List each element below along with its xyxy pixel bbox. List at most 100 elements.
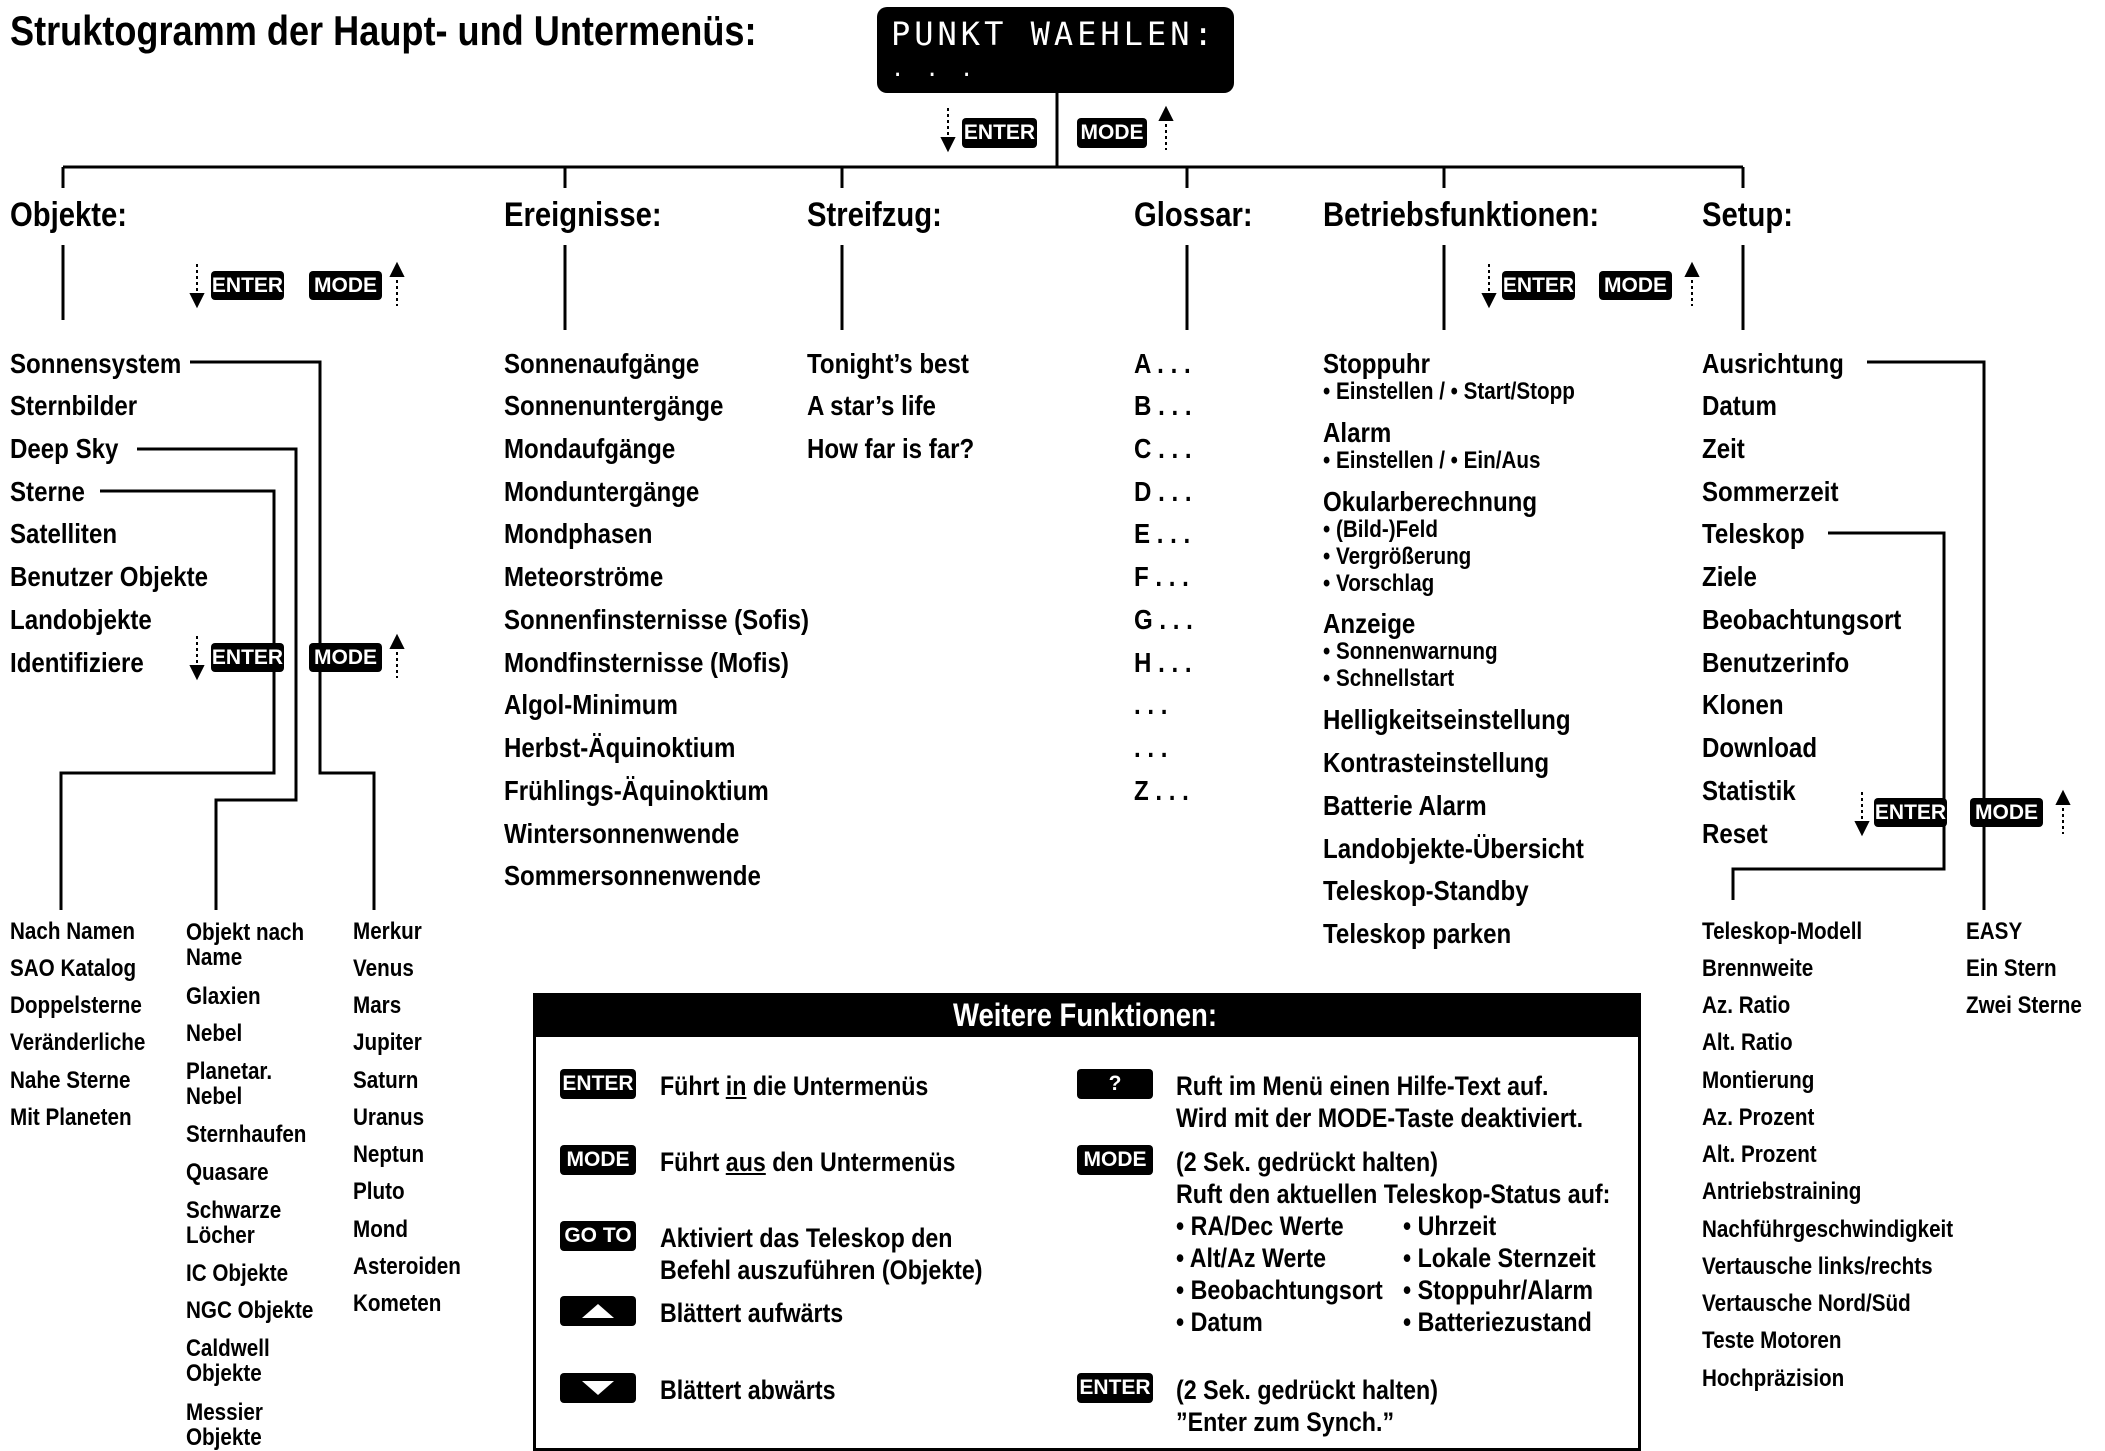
menu-item: Z . . . bbox=[1134, 775, 1189, 806]
enter-key: ENTER bbox=[211, 271, 284, 300]
down-key bbox=[560, 1373, 636, 1403]
status-item: • Beobachtungsort bbox=[1176, 1275, 1383, 1305]
list-item: Kometen bbox=[353, 1290, 442, 1317]
status-item: • Alt/Az Werte bbox=[1176, 1243, 1327, 1273]
status-item: • Stoppuhr/Alarm bbox=[1403, 1275, 1594, 1305]
list-item: Zwei Sterne bbox=[1966, 992, 2082, 1019]
up-key bbox=[560, 1296, 636, 1326]
list-item: Vertausche Nord/Süd bbox=[1702, 1290, 1911, 1317]
list-item: Alt. Prozent bbox=[1702, 1141, 1817, 1168]
list-item: EASY bbox=[1966, 918, 2023, 945]
menu-item: Ziele bbox=[1702, 561, 1757, 592]
list-item: Nahe Sterne bbox=[10, 1067, 131, 1094]
status-item: • Datum bbox=[1176, 1307, 1263, 1337]
list-item: Mit Planeten bbox=[10, 1104, 132, 1131]
menu-item: A . . . bbox=[1134, 348, 1191, 379]
menu-item: Tonight’s best bbox=[807, 348, 969, 379]
list-item: Caldwell Objekte bbox=[186, 1335, 270, 1388]
list-item: Nebel bbox=[186, 1020, 243, 1047]
menu-item: H . . . bbox=[1134, 647, 1192, 678]
up-description: Blättert aufwärts bbox=[660, 1298, 844, 1328]
menu-item: Kontrasteinstellung bbox=[1323, 747, 1550, 778]
list-item: Jupiter bbox=[353, 1029, 422, 1056]
menu-item: Sonnenuntergänge bbox=[504, 390, 724, 421]
menu-item: Mondaufgänge bbox=[504, 433, 676, 464]
list-item: IC Objekte bbox=[186, 1260, 289, 1287]
mode-key: MODE bbox=[1077, 1145, 1153, 1175]
menu-item: F . . . bbox=[1134, 561, 1189, 592]
menu-item: Okularberechnung bbox=[1323, 486, 1538, 517]
mode-key: MODE bbox=[1599, 271, 1672, 300]
weitere-funktionen-header bbox=[533, 993, 1641, 1037]
lcd-line1: PUNKT WAEHLEN: bbox=[891, 15, 1217, 53]
header-glossar: Glossar: bbox=[1134, 196, 1253, 234]
menu-item: Klonen bbox=[1702, 689, 1784, 720]
menu-item: C . . . bbox=[1134, 433, 1192, 464]
sub-item: • Vergrößerung bbox=[1323, 543, 1472, 570]
menu-item: Deep Sky bbox=[10, 433, 119, 464]
mode-key: MODE bbox=[309, 643, 382, 672]
menu-item: Sonnenfinsternisse (Sofis) bbox=[504, 604, 810, 635]
lcd-display: PUNKT WAEHLEN: . . . bbox=[877, 7, 1234, 93]
lcd-line2: . . . bbox=[891, 57, 978, 82]
goto-key: GO TO bbox=[560, 1221, 636, 1251]
list-item: Pluto bbox=[353, 1178, 405, 1205]
menu-item: Helligkeitseinstellung bbox=[1323, 704, 1571, 735]
menu-item: Sonnensystem bbox=[10, 348, 182, 379]
mode-key: MODE bbox=[560, 1145, 636, 1175]
enter-key: ENTER bbox=[560, 1069, 636, 1099]
menu-item: E . . . bbox=[1134, 518, 1191, 549]
sub-item: • Vorschlag bbox=[1323, 570, 1435, 597]
mode-hold-line1: (2 Sek. gedrückt halten) bbox=[1176, 1147, 1438, 1177]
list-item: Mars bbox=[353, 992, 402, 1019]
sub-item: • Schnellstart bbox=[1323, 665, 1455, 692]
list-item: Saturn bbox=[353, 1067, 419, 1094]
menu-item: Meteorströme bbox=[504, 561, 664, 592]
menu-item: . . . bbox=[1134, 689, 1168, 720]
help-description-line2: Wird mit der MODE-Taste deaktiviert. bbox=[1176, 1103, 1584, 1133]
menu-item: Reset bbox=[1702, 818, 1768, 849]
header-setup: Setup: bbox=[1702, 196, 1793, 234]
menu-item: Stoppuhr bbox=[1323, 348, 1431, 379]
sub-item: • Einstellen / • Start/Stopp bbox=[1323, 378, 1575, 405]
header-objekte: Objekte: bbox=[10, 196, 128, 234]
menu-item: Zeit bbox=[1702, 433, 1745, 464]
menu-item: Frühlings-Äquinoktium bbox=[504, 775, 769, 806]
menu-item: Wintersonnenwende bbox=[504, 818, 740, 849]
menu-item: Beobachtungsort bbox=[1702, 604, 1902, 635]
list-item: Glaxien bbox=[186, 983, 261, 1010]
enter-key: ENTER bbox=[1874, 798, 1947, 827]
menu-item: Teleskop-Standby bbox=[1323, 875, 1529, 906]
list-item: Quasare bbox=[186, 1159, 269, 1186]
list-item: Nachführgeschwindigkeit bbox=[1702, 1216, 1954, 1243]
menu-item: Statistik bbox=[1702, 775, 1796, 806]
status-item: • RA/Dec Werte bbox=[1176, 1211, 1344, 1241]
menu-item: Sonnenaufgänge bbox=[504, 348, 700, 379]
mode-key: MODE bbox=[1077, 118, 1147, 148]
list-item: Mond bbox=[353, 1216, 409, 1243]
sub-item: • Einstellen / • Ein/Aus bbox=[1323, 447, 1541, 474]
enter-hold-line2: ”Enter zum Synch.” bbox=[1176, 1407, 1395, 1437]
goto-description-line2: Befehl auszuführen (Objekte) bbox=[660, 1255, 983, 1285]
header-streifzug: Streifzug: bbox=[807, 196, 942, 234]
goto-description-line1: Aktiviert das Teleskop den bbox=[660, 1223, 953, 1253]
list-item: Teleskop-Modell bbox=[1702, 918, 1863, 945]
menu-item: Sternbilder bbox=[10, 390, 138, 421]
list-item: Az. Ratio bbox=[1702, 992, 1791, 1019]
status-item: • Lokale Sternzeit bbox=[1403, 1243, 1596, 1273]
mode-key: MODE bbox=[1970, 798, 2043, 827]
menu-item: Teleskop parken bbox=[1323, 918, 1512, 949]
list-item: Vertausche links/rechts bbox=[1702, 1253, 1933, 1280]
list-item: Az. Prozent bbox=[1702, 1104, 1815, 1131]
menu-item: Benutzer Objekte bbox=[10, 561, 209, 592]
menu-item: Datum bbox=[1702, 390, 1777, 421]
list-item: Doppelsterne bbox=[10, 992, 142, 1019]
sub-item: • Sonnenwarnung bbox=[1323, 638, 1498, 665]
menu-item: G . . . bbox=[1134, 604, 1193, 635]
list-item: Veränderliche bbox=[10, 1029, 146, 1056]
mode-key: MODE bbox=[309, 271, 382, 300]
mode-hold-line2: Ruft den aktuellen Teleskop-Status auf: bbox=[1176, 1179, 1611, 1209]
menu-item: Ausrichtung bbox=[1702, 348, 1844, 379]
list-item: Sternhaufen bbox=[186, 1121, 307, 1148]
